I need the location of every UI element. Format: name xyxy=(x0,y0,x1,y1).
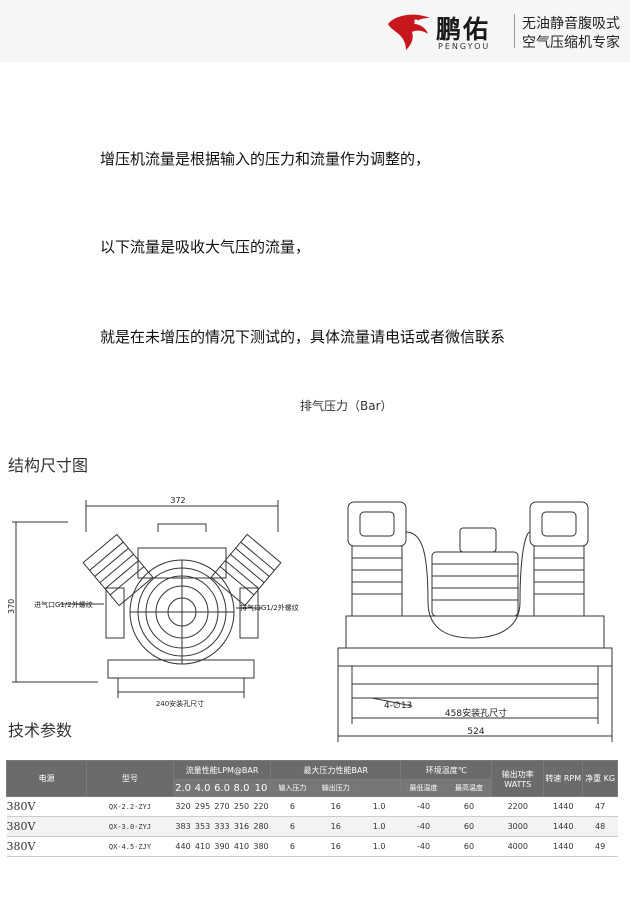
table-cell: 16 xyxy=(314,816,358,837)
front-height-dim: 370 xyxy=(8,599,16,614)
table-cell: 380V xyxy=(6,796,87,817)
flow-pressure-col: 2.0 xyxy=(172,779,194,797)
side-view-drawing: 4-∅13 458安装孔尺寸 524 xyxy=(332,492,622,750)
max-temp-col: 最高温度 xyxy=(445,779,493,797)
table-cell: -40 xyxy=(400,816,447,837)
table-cell: 3000 xyxy=(491,816,544,837)
header-pressure: 最大压力性能BAR xyxy=(270,760,402,780)
slogan-line-2: 空气压缩机专家 xyxy=(522,35,620,51)
table-cell: 6 xyxy=(270,816,315,837)
table-cell: 60 xyxy=(446,816,492,837)
table-cell: 320 xyxy=(173,796,193,817)
table-cell: 270 xyxy=(212,796,232,817)
flow-pressure-col: 8.0 xyxy=(231,779,252,797)
flow-pressure-col: 10 xyxy=(250,779,272,797)
table-cell: 280 xyxy=(251,816,271,837)
logo-divider xyxy=(514,14,515,48)
table-cell: 16 xyxy=(314,836,358,857)
table-cell: 380V xyxy=(6,836,87,857)
front-view-svg: 372 370 进气口G1/2外螺纹 排气口G1/2外螺纹 240安装孔尺寸 xyxy=(7,496,299,708)
table-cell: 410 xyxy=(231,836,252,857)
pressure-extra-col xyxy=(356,779,402,797)
table-cell: 250 xyxy=(231,796,252,817)
header-weight: 净重 KG xyxy=(582,760,618,797)
side-length-dim: 524 xyxy=(467,727,484,737)
flow-pressure-col: 4.0 xyxy=(192,779,213,797)
brand-name-en: PENGYOU xyxy=(438,42,491,51)
header-temp: 环境温度℃ xyxy=(400,760,493,780)
table-cell: 4000 xyxy=(491,836,544,857)
table-cell: 60 xyxy=(446,836,492,857)
table-cell: 440 xyxy=(173,836,193,857)
tech-title: 技术参数 xyxy=(8,721,73,740)
intro-line-2: 以下流量是吸收大气压的流量， xyxy=(100,238,311,256)
table-cell: 49 xyxy=(582,836,618,857)
outlet-label: 排气口G1/2外螺纹 xyxy=(240,603,299,612)
table-cell: 6 xyxy=(270,796,315,817)
header-model: 型号 xyxy=(86,760,174,797)
inlet-label: 进气口G1/2外螺纹 xyxy=(34,600,93,609)
table-cell: 1440 xyxy=(543,816,583,837)
structure-title: 结构尺寸图 xyxy=(8,456,89,475)
table-cell: 390 xyxy=(212,836,232,857)
table-cell: -40 xyxy=(400,796,447,817)
output-pressure-col: 输出压力 xyxy=(313,779,358,797)
header-power: 电源 xyxy=(5,760,88,797)
eagle-logo-icon xyxy=(388,14,430,50)
table-cell: 1440 xyxy=(543,796,583,817)
front-view-drawing: 372 370 进气口G1/2外螺纹 排气口G1/2外螺纹 240安装孔尺寸 xyxy=(7,492,320,714)
slogan-line-1: 无油静音腹吸式 xyxy=(522,16,620,32)
hole-dim: 4-∅13 xyxy=(384,701,412,711)
table-cell: 410 xyxy=(192,836,213,857)
table-cell: 1.0 xyxy=(357,796,401,817)
table-cell: 2200 xyxy=(491,796,544,817)
table-cell: 383 xyxy=(173,816,193,837)
table-cell: 295 xyxy=(192,796,213,817)
table-cell: -40 xyxy=(400,836,447,857)
header-flow: 流量性能LPM@BAR xyxy=(172,760,272,780)
intro-line-1: 增压机流量是根据输入的压力和流量作为调整的， xyxy=(100,150,431,168)
brand-name-cn: 鹏佑 xyxy=(436,15,491,44)
input-pressure-col: 输入压力 xyxy=(270,779,315,797)
min-temp-col: 最低温度 xyxy=(400,779,447,797)
front-width-dim: 372 xyxy=(170,496,185,505)
header-output: 输出功率 WATTS xyxy=(491,760,545,797)
table-cell: 47 xyxy=(582,796,618,817)
table-cell: QX-2.2-ZYJ xyxy=(86,796,174,817)
pressure-label: 排气压力（Bar） xyxy=(300,399,393,413)
header-speed: 转速 RPM xyxy=(543,760,584,797)
side-view-svg: 4-∅13 458安装孔尺寸 524 xyxy=(337,501,613,742)
table-cell: QX-3.0-ZYJ xyxy=(86,816,174,837)
header-bar: 鹏佑 PENGYOU 无油静音腹吸式 空气压缩机专家 xyxy=(0,0,630,62)
side-mount-dim: 458安装孔尺寸 xyxy=(445,707,507,719)
table-cell: 353 xyxy=(192,816,213,837)
front-mount-dim: 240安装孔尺寸 xyxy=(156,699,204,708)
table-cell: 1.0 xyxy=(357,816,401,837)
table-cell: 380 xyxy=(251,836,271,857)
spec-table: 电源 型号 流量性能LPM@BAR 最大压力性能BAR 环境温度℃ 输出功率 W… xyxy=(5,760,618,857)
table-cell: 220 xyxy=(251,796,271,817)
table-cell: 1440 xyxy=(543,836,583,857)
brand-logo[interactable]: 鹏佑 PENGYOU 无油静音腹吸式 空气压缩机专家 xyxy=(386,10,626,54)
table-cell: 60 xyxy=(446,796,492,817)
table-cell: 1.0 xyxy=(357,836,401,857)
table-cell: 333 xyxy=(212,816,232,837)
table-cell: 380V xyxy=(6,816,87,837)
intro-line-3: 就是在未增压的情况下测试的，具体流量请电话或者微信联系 xyxy=(100,328,506,346)
table-cell: 316 xyxy=(231,816,252,837)
flow-pressure-col: 6.0 xyxy=(211,779,233,797)
table-cell: 6 xyxy=(270,836,315,857)
table-cell: QX-4.5-ZJY xyxy=(86,836,174,857)
table-cell: 48 xyxy=(582,816,618,837)
table-cell: 16 xyxy=(314,796,358,817)
